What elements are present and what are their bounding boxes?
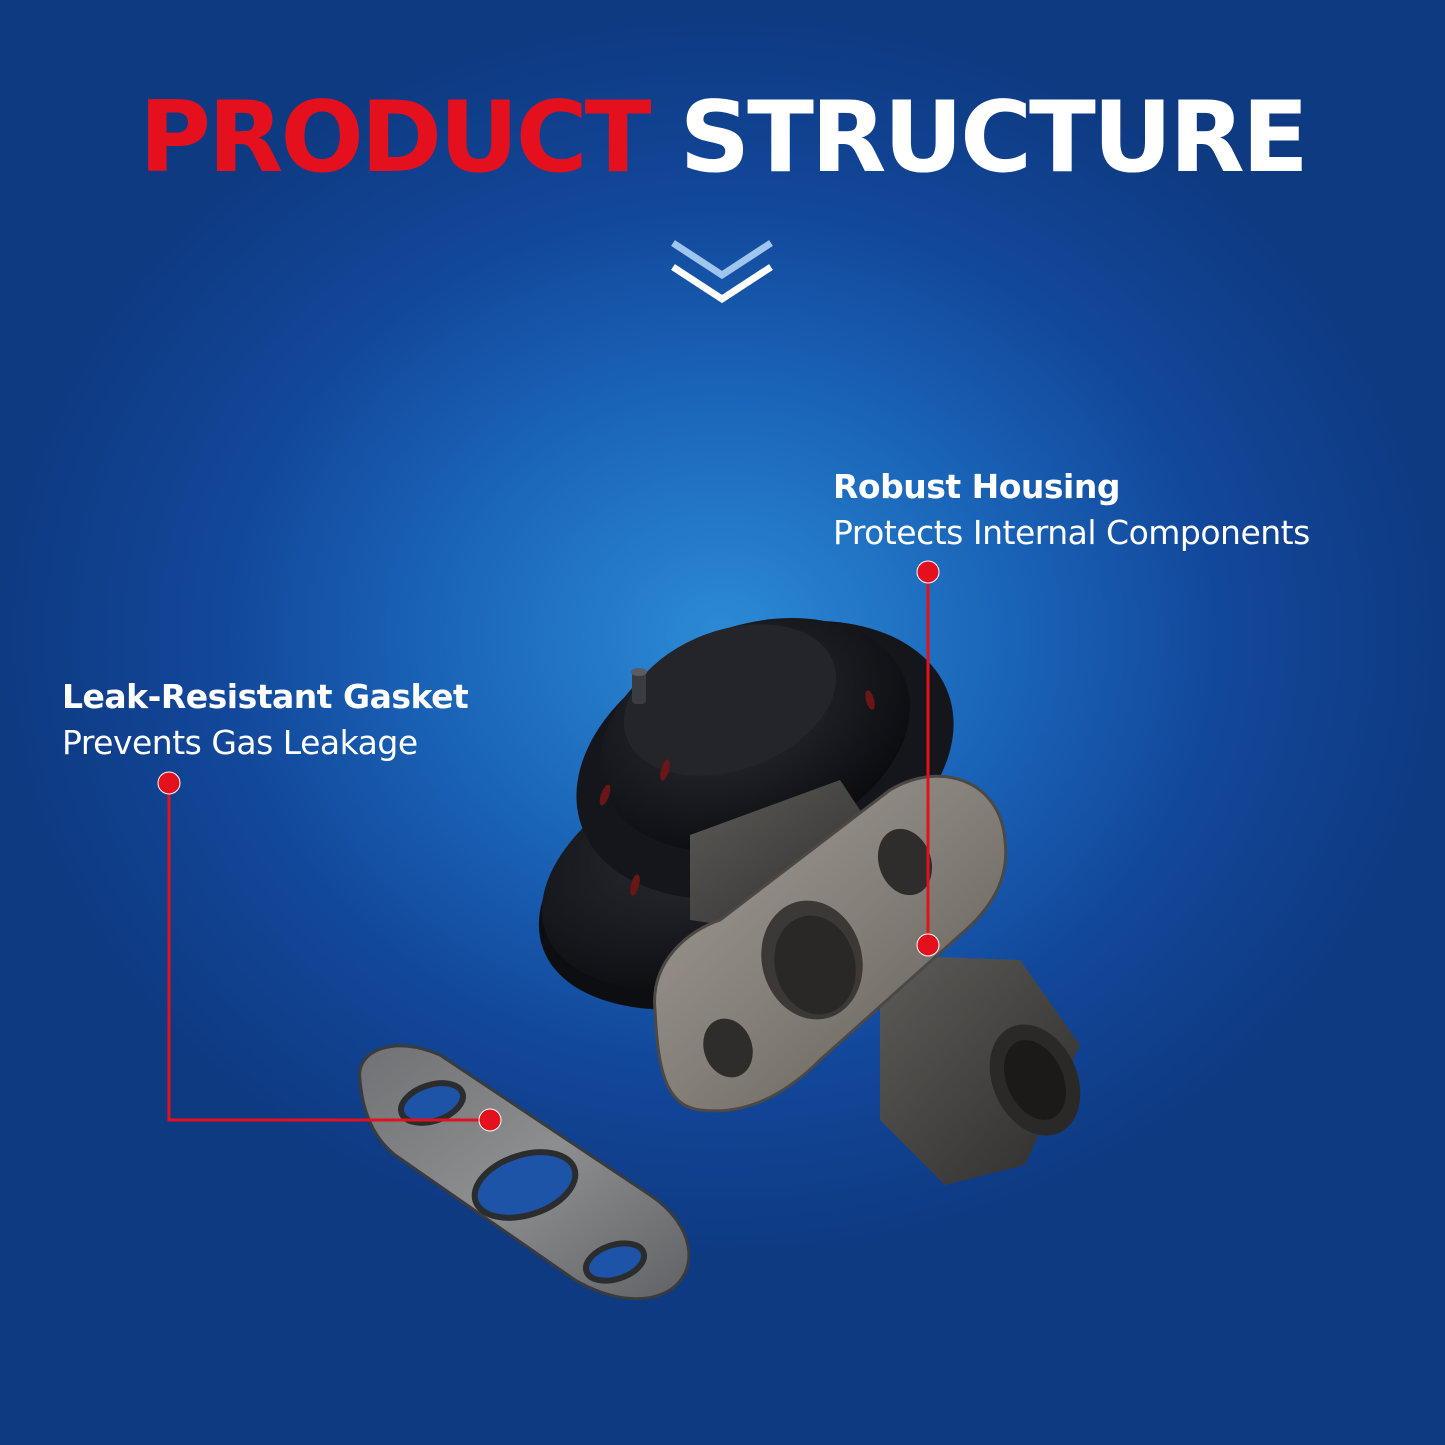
housing-callout-title: Robust Housing (833, 467, 1120, 506)
gasket-callout-title: Leak-Resistant Gasket (62, 677, 469, 716)
gasket-callout-subtitle: Prevents Gas Leakage (62, 723, 418, 762)
title-word-structure: STRUCTURE (679, 81, 1309, 195)
gasket (358, 1044, 691, 1301)
double-chevron-down-icon (671, 240, 773, 304)
callout-leader-lines (157, 560, 940, 1132)
page-title: PRODUCT STRUCTURE (0, 78, 1445, 198)
valve-housing (538, 618, 1081, 1185)
title-word-product: PRODUCT (139, 81, 651, 195)
housing-callout-subtitle: Protects Internal Components (833, 513, 1310, 552)
